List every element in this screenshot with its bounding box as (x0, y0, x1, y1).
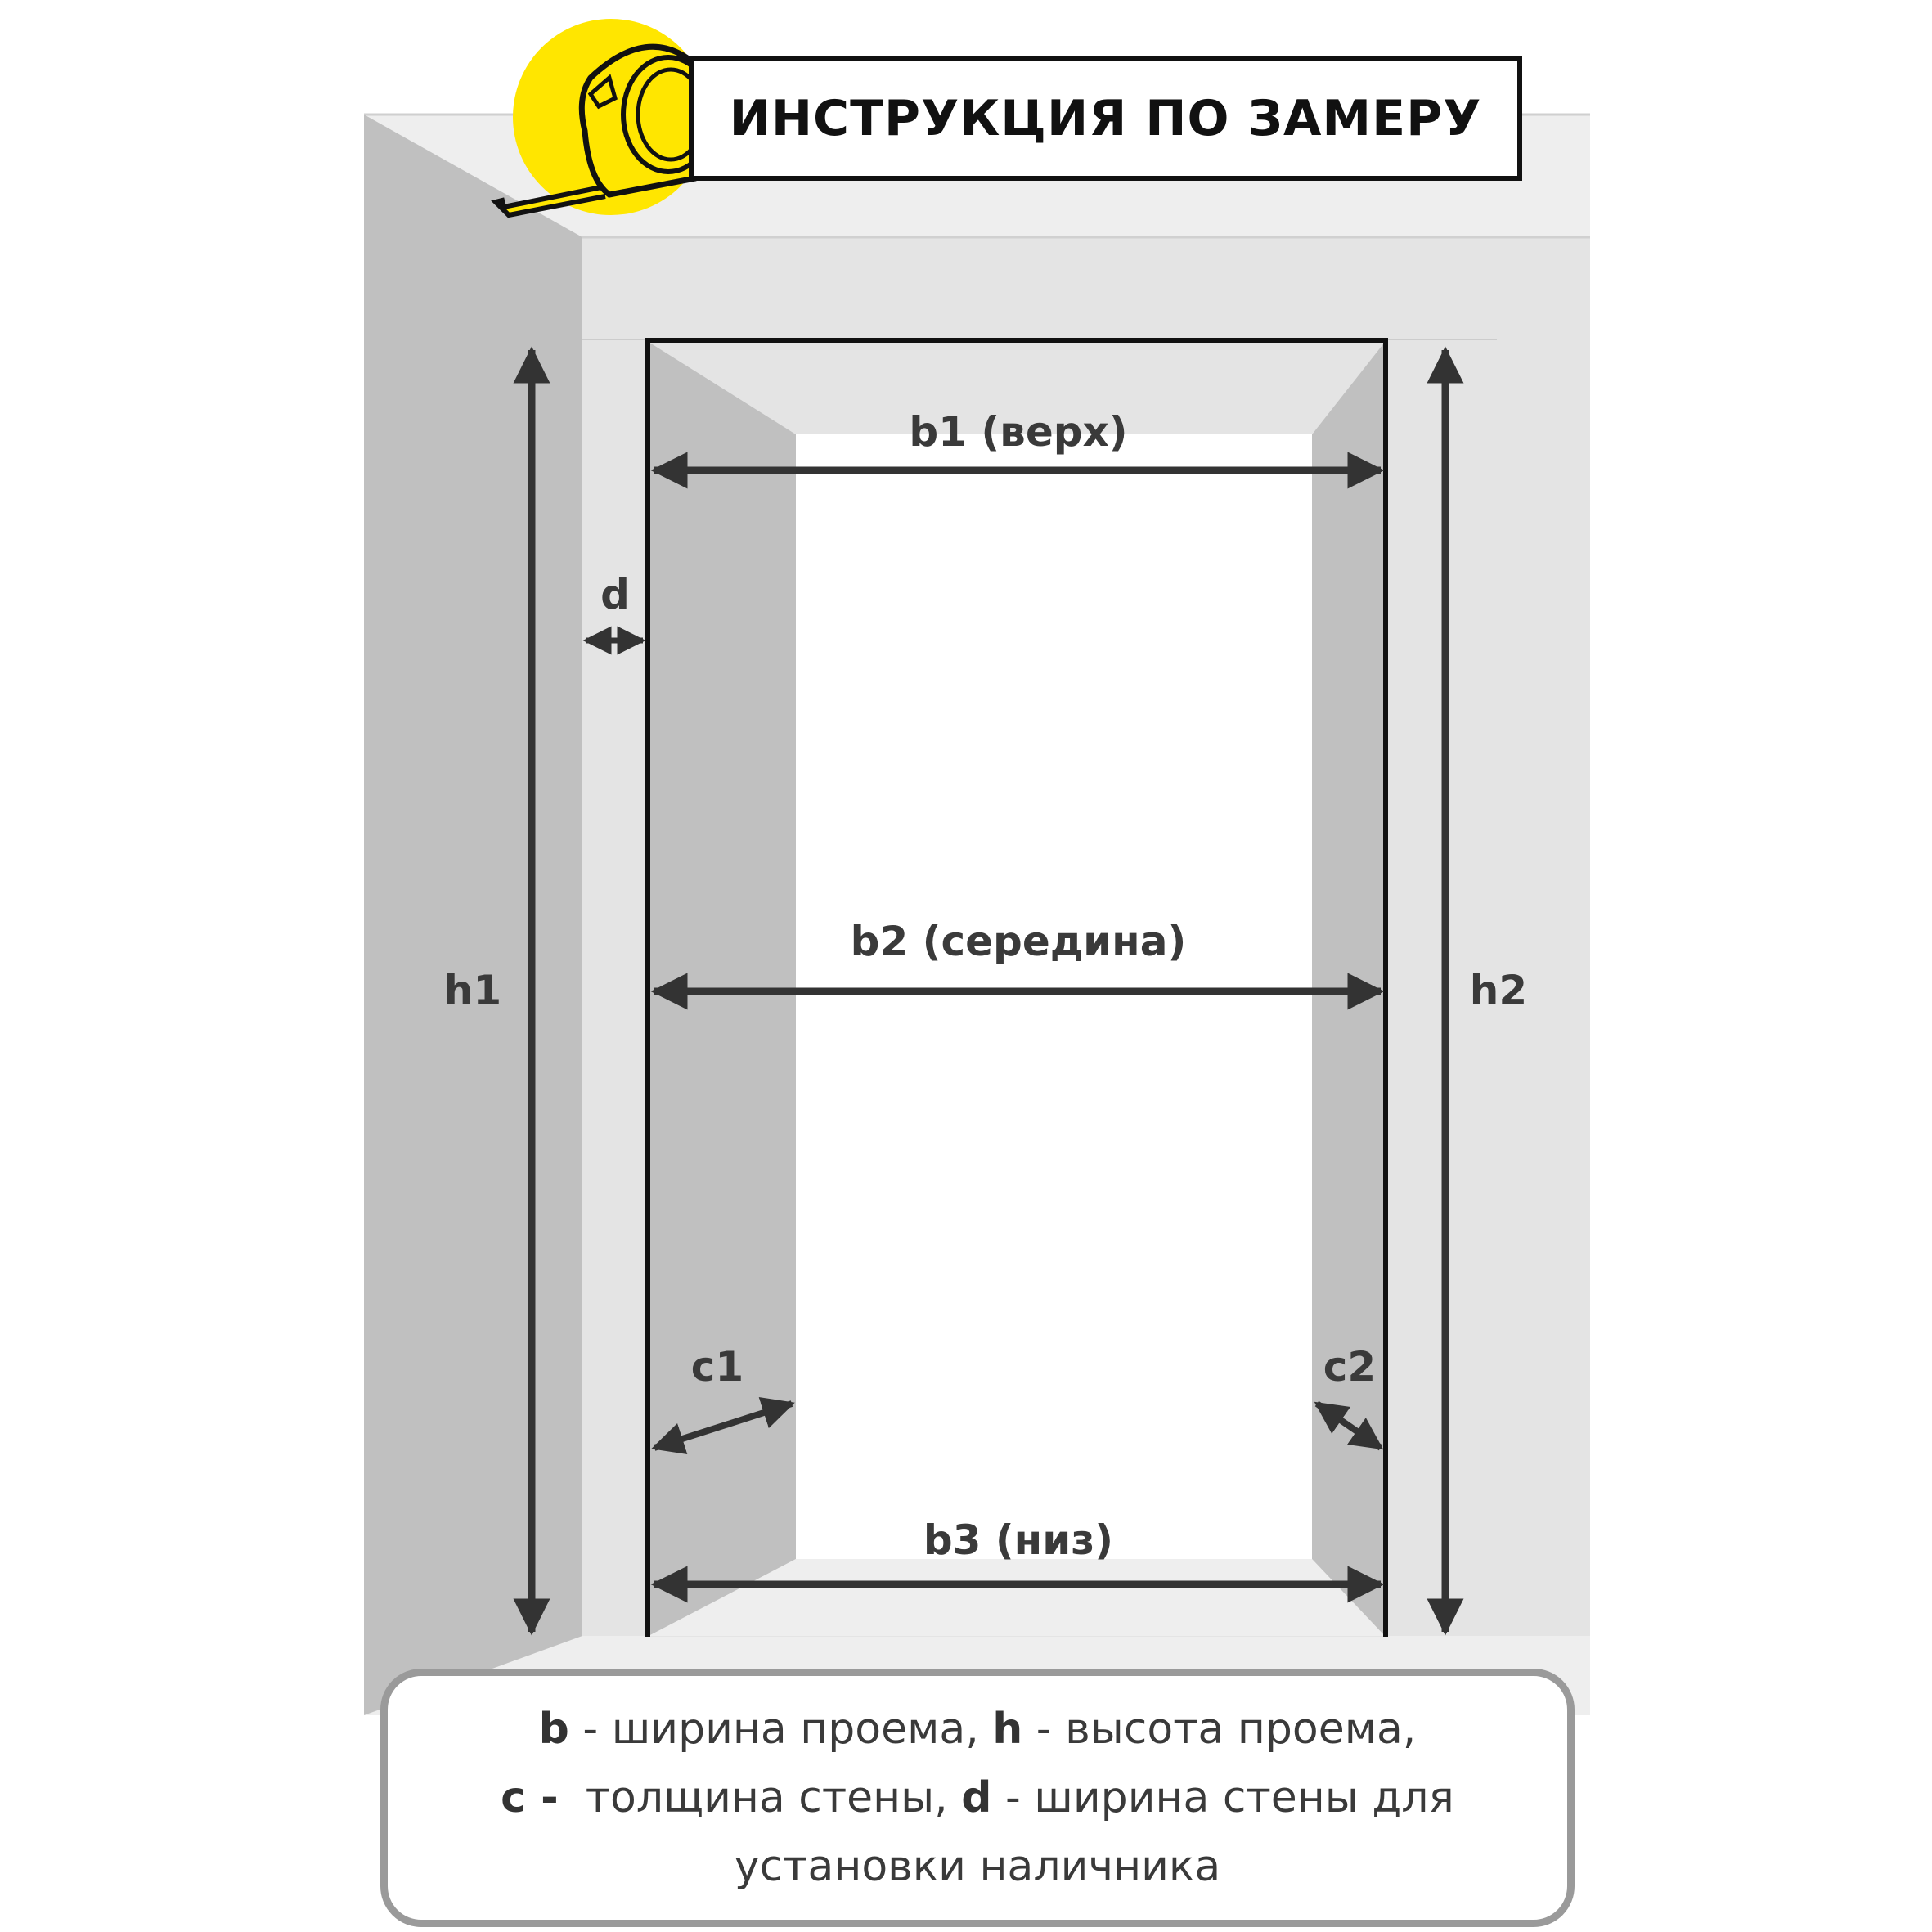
c1-arrow (651, 1396, 795, 1455)
side-wall (364, 115, 582, 1715)
legend-text-h: - высота проема, (1022, 1705, 1417, 1754)
h1-label: h1 (444, 967, 501, 1014)
legend-box: b - ширина проема, h - высота проема, c … (380, 1669, 1575, 1927)
b2-label: b2 (середина) (851, 918, 1187, 965)
b1-label: b1 (верх) (909, 408, 1127, 456)
d-label: d (600, 571, 630, 618)
legend-key-h: h (992, 1705, 1023, 1754)
tape-measure-icon (491, 19, 721, 218)
legend-line-2: c - толщина стены, d - ширина стены для (501, 1764, 1454, 1832)
opening (796, 434, 1312, 1559)
c2-label: c2 (1323, 1343, 1376, 1391)
legend-key-d: d (961, 1773, 992, 1822)
page-title: ИНСТРУКЦИЯ ПО ЗАМЕРУ (689, 56, 1522, 181)
legend-line-1: b - ширина проема, h - высота проема, (539, 1695, 1417, 1764)
legend-line-3: установки наличника (734, 1842, 1221, 1891)
legend-key-b: b (538, 1705, 569, 1754)
legend-text-c: толщина стены, (558, 1773, 962, 1822)
b3-label: b3 (низ) (923, 1516, 1113, 1564)
legend-text-b: - ширина проема, (568, 1705, 993, 1754)
c2-arrow (1314, 1400, 1384, 1451)
legend-key-c: c - (501, 1773, 559, 1822)
legend-text-d: - ширина стены для (991, 1773, 1454, 1822)
c1-label: c1 (691, 1343, 744, 1391)
h2-label: h2 (1470, 967, 1527, 1014)
head-jamb (649, 342, 1385, 434)
frame-outline (645, 338, 1388, 1637)
